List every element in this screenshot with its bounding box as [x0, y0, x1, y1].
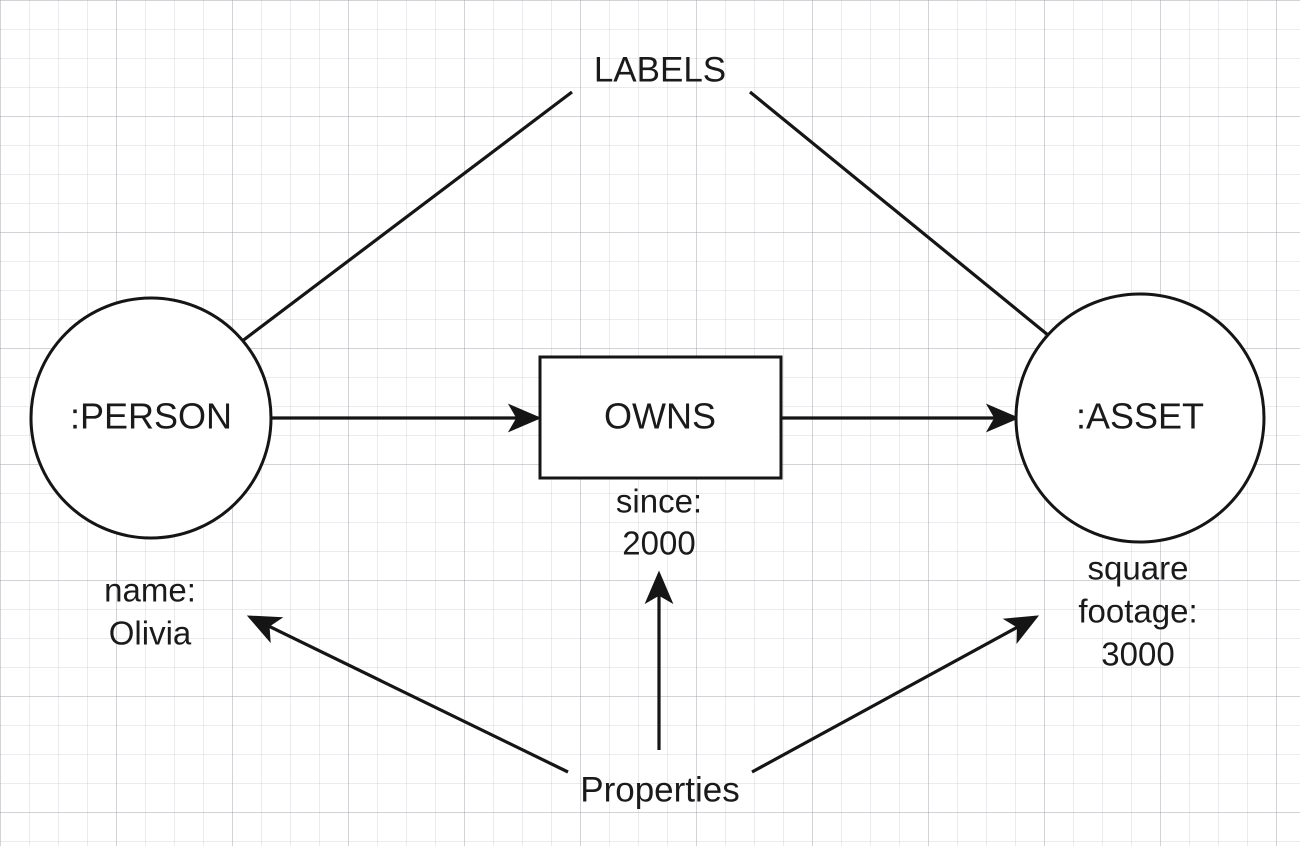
- relationship-owns-rect[interactable]: [538, 355, 783, 480]
- asset-property-line-2: footage:: [1078, 593, 1197, 630]
- edge-labels-to-person: [185, 90, 573, 385]
- relationship-property-line-2: 2000: [622, 525, 695, 562]
- node-asset-circle[interactable]: [1014, 292, 1266, 544]
- node-asset-label: :ASSET: [1076, 396, 1204, 437]
- asset-property-line-1: square: [1088, 550, 1189, 587]
- person-property-line-2: Olivia: [109, 615, 192, 652]
- node-person-circle[interactable]: [29, 296, 273, 540]
- labels-callout-text: LABELS: [594, 50, 726, 89]
- relationship-property-line-1: since:: [616, 483, 702, 520]
- edge-labels-to-asset: [748, 90, 1105, 382]
- relationship-owns-label: OWNS: [604, 396, 716, 437]
- node-person-label: :PERSON: [70, 396, 232, 437]
- edge-properties-to-person-properties: [246, 615, 569, 774]
- asset-property-line-3: 3000: [1101, 636, 1174, 673]
- edge-properties-to-asset-properties: [751, 615, 1040, 774]
- person-property-line-1: name:: [104, 572, 196, 609]
- properties-callout-text: Properties: [580, 770, 740, 809]
